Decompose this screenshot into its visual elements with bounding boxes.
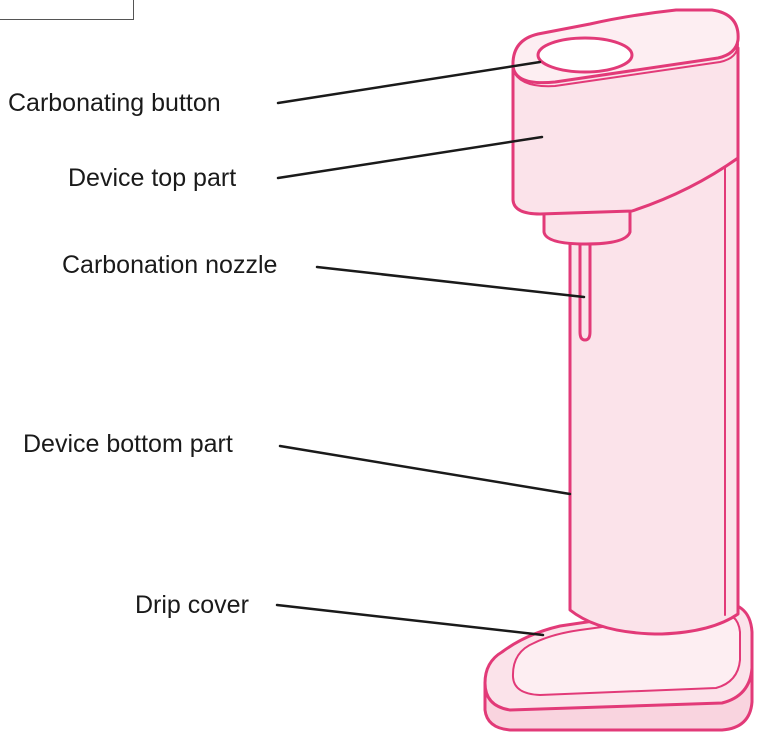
- soda-maker-device: [483, 8, 754, 732]
- column-body: [568, 153, 740, 636]
- top-head-block: [511, 46, 740, 216]
- leader-device-top-part: [276, 135, 544, 180]
- label-device-bottom-part: Device bottom part: [23, 430, 233, 458]
- device-top-part: [511, 8, 740, 216]
- leader-drip-cover: [275, 603, 545, 637]
- label-drip-cover: Drip cover: [135, 591, 249, 619]
- label-device-top-part: Device top part: [68, 164, 237, 192]
- nozzle-collar: [542, 208, 632, 246]
- top-head-lid-edge: [512, 43, 739, 88]
- leader-device-bottom-part: [278, 444, 572, 496]
- nozzle-assembly: [542, 208, 632, 342]
- label-carbonation-nozzle: Carbonation nozzle: [62, 251, 278, 279]
- nozzle-tube: [578, 242, 592, 342]
- corner-frame: [0, 0, 134, 20]
- device-bottom-column: [568, 153, 740, 636]
- leader-carbonating-button: [276, 60, 542, 105]
- label-carbonating-button: Carbonating button: [8, 89, 221, 117]
- leader-carbonation-nozzle: [315, 265, 586, 299]
- carbonating-button-shape: [536, 36, 634, 74]
- leader-lines: [275, 60, 586, 637]
